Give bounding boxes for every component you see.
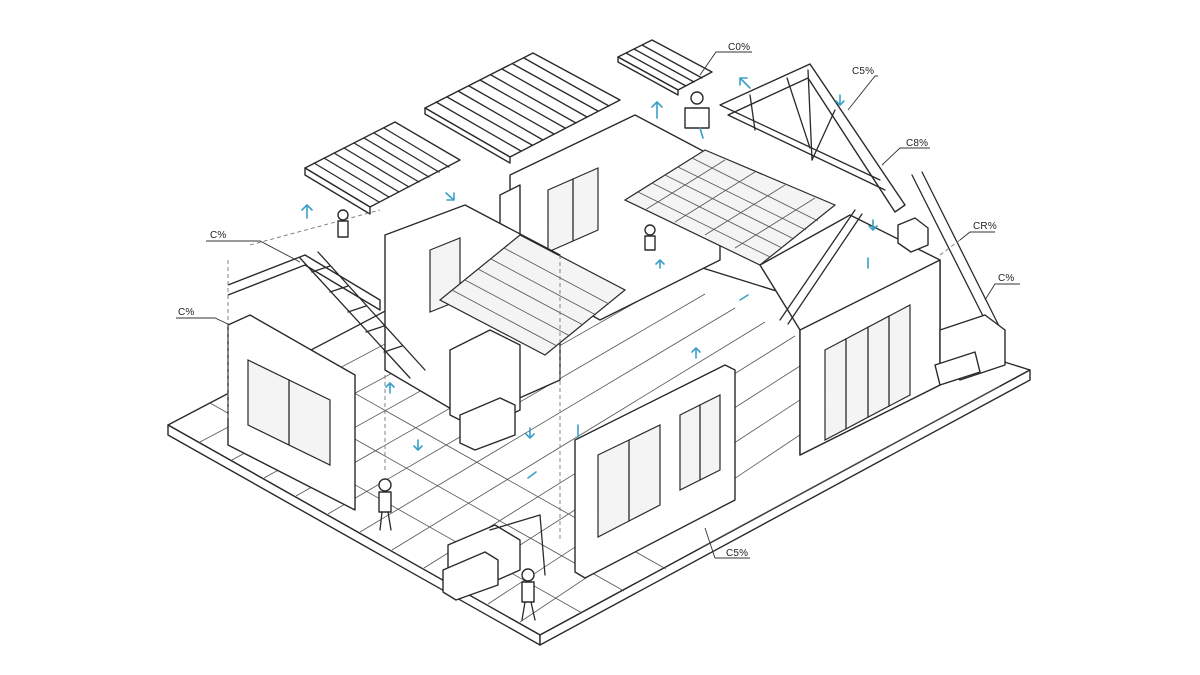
guide-lines bbox=[384, 239, 961, 540]
center-room bbox=[384, 204, 627, 451]
callout-label: C% bbox=[998, 273, 1015, 284]
crane-right bbox=[897, 171, 1006, 386]
callout-label: C5% bbox=[726, 548, 749, 559]
callout-label: CR% bbox=[973, 221, 997, 232]
roof-panel-right bbox=[617, 39, 713, 96]
callout-label: C8% bbox=[906, 138, 929, 149]
callout-label: C% bbox=[178, 307, 195, 318]
left-module bbox=[227, 209, 426, 511]
callout-leaders bbox=[176, 51, 1020, 559]
roof-truss bbox=[719, 63, 906, 213]
workers bbox=[337, 91, 710, 621]
callout-label: C5% bbox=[852, 66, 875, 77]
front-module bbox=[574, 364, 736, 579]
roof-panel-center bbox=[424, 52, 621, 164]
roof-panel-left bbox=[304, 121, 461, 215]
callout-label: C% bbox=[210, 230, 227, 241]
excavator-front bbox=[442, 514, 546, 601]
callout-label: C0% bbox=[728, 42, 751, 53]
tiled-roof-right bbox=[623, 149, 837, 266]
right-module bbox=[759, 209, 941, 456]
direction-arrows bbox=[301, 77, 878, 479]
